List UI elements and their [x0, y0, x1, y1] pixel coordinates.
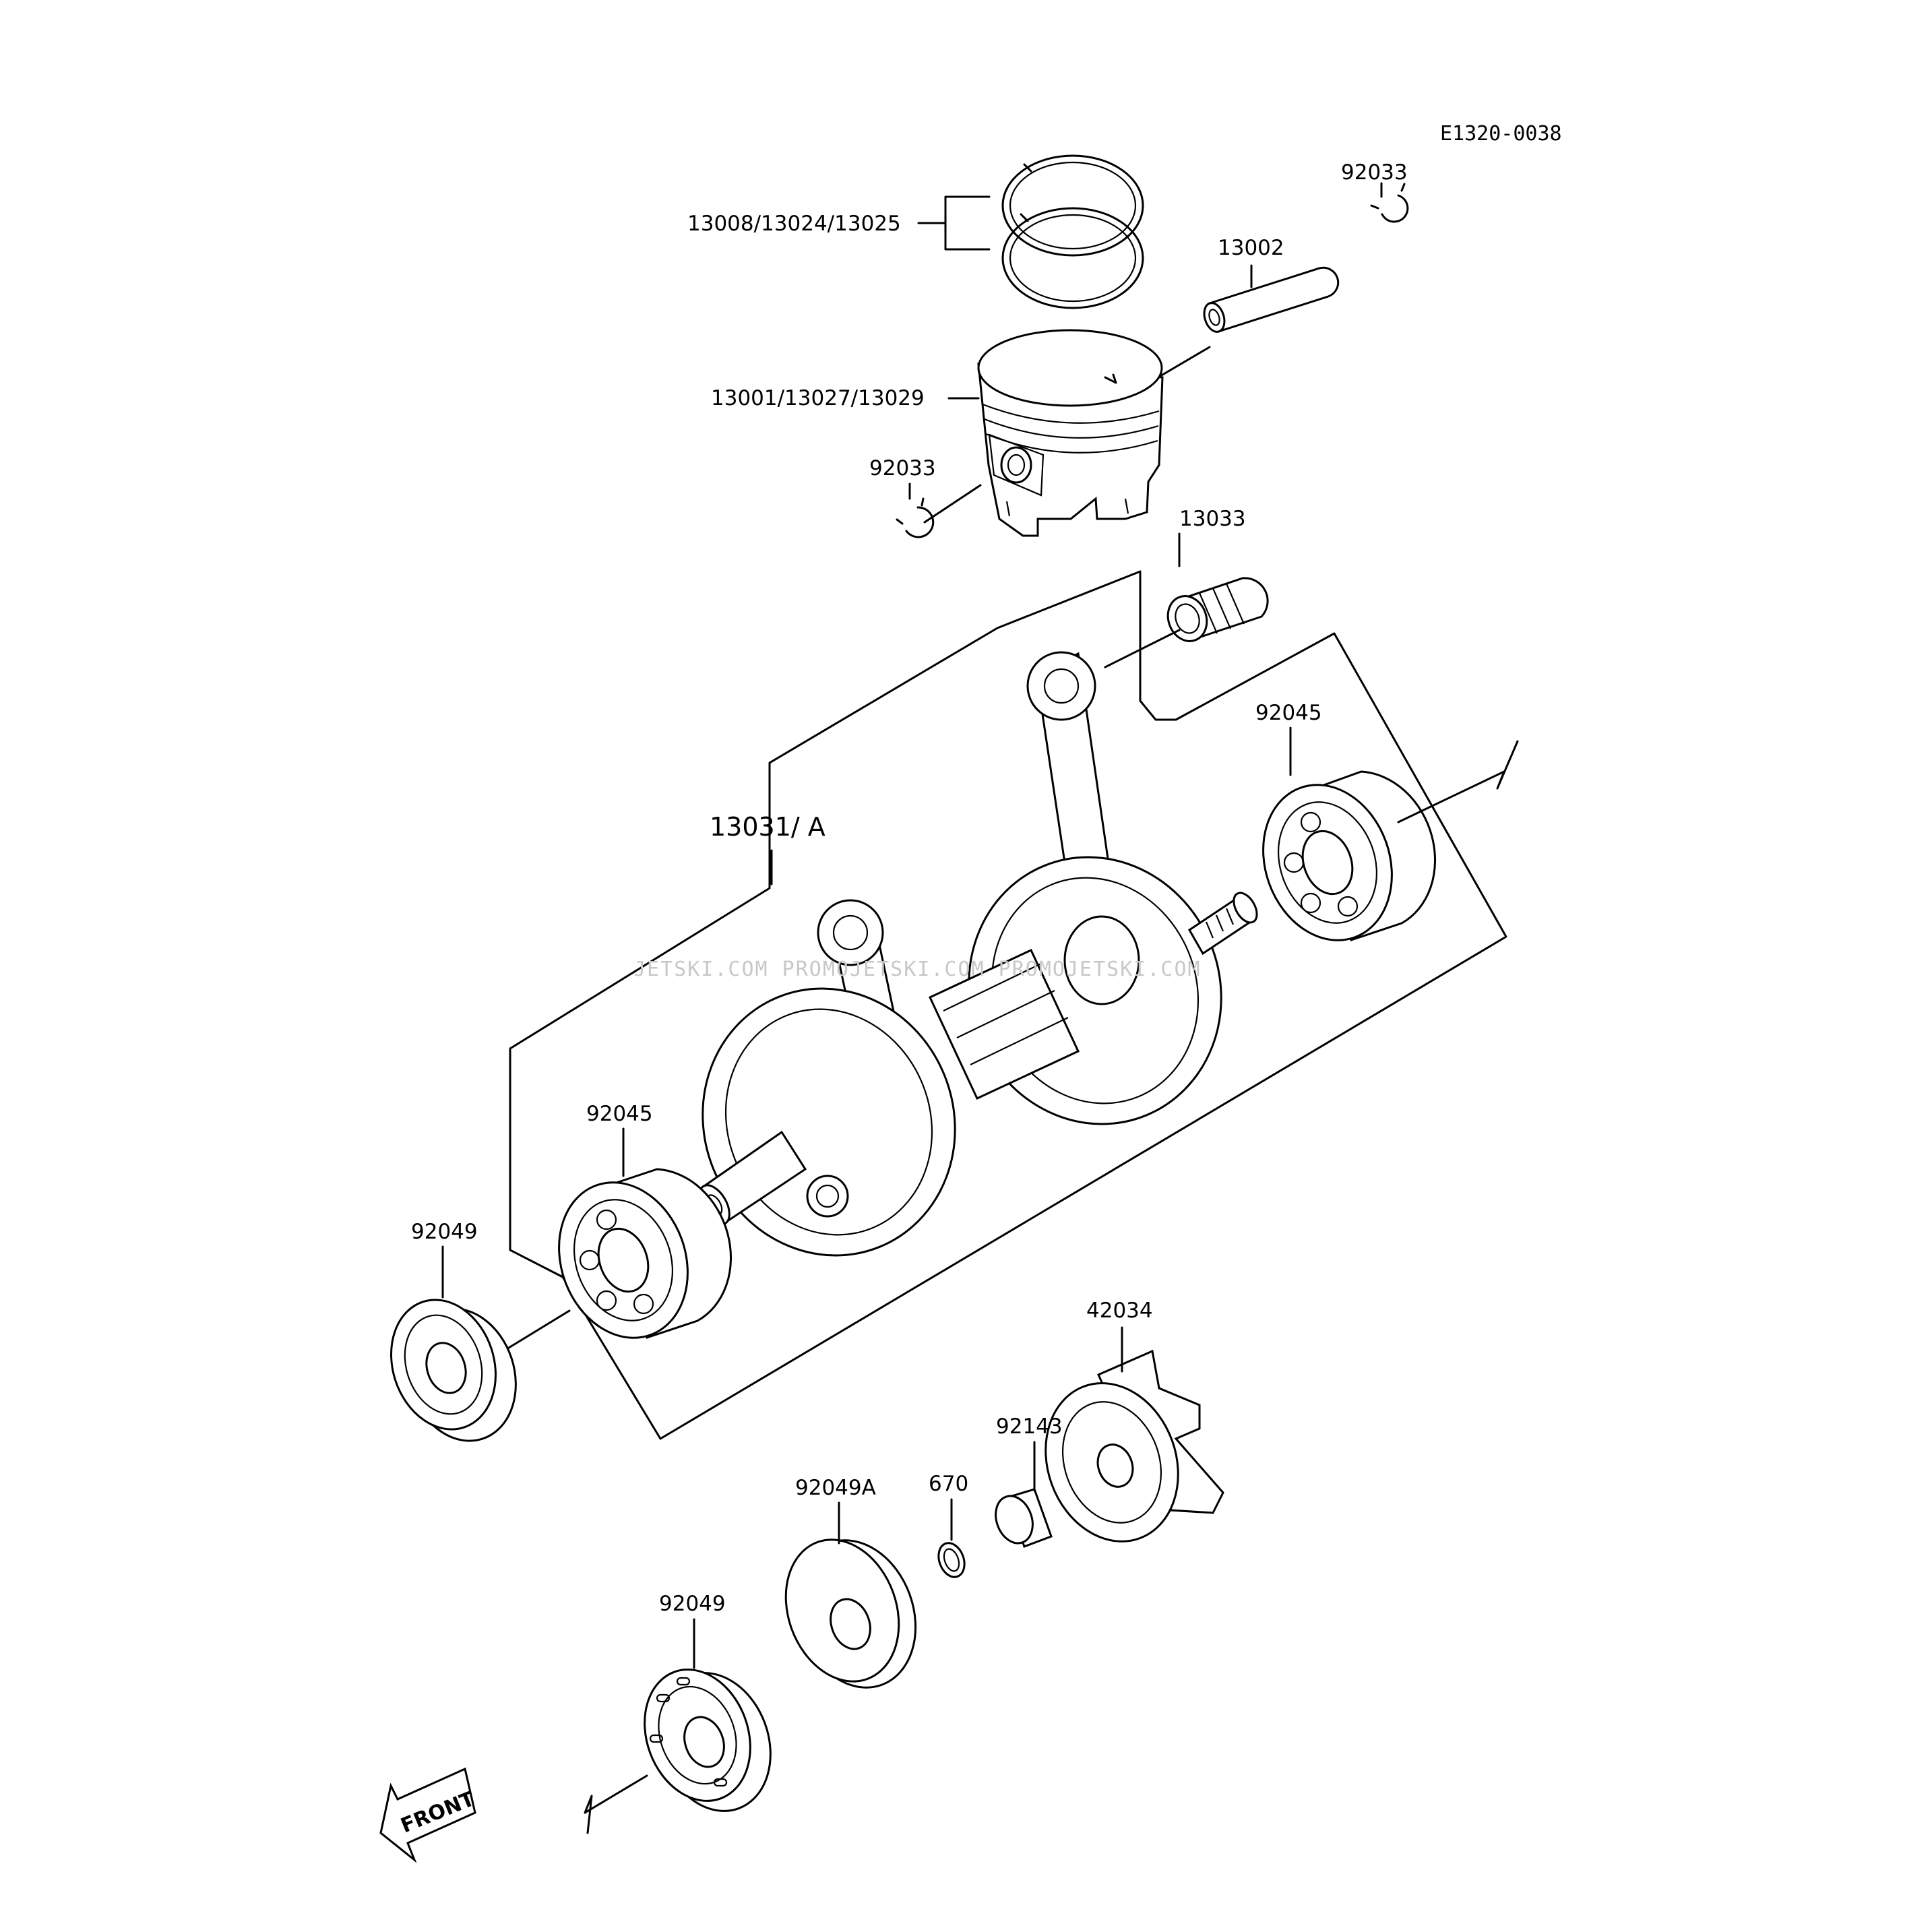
oil-seal-bottom [644, 1669, 772, 1812]
piston-pin [1203, 266, 1340, 333]
label-bearing-left: 92045 [586, 1102, 653, 1126]
piston-rings-leader [917, 195, 991, 251]
clip-left [905, 506, 935, 538]
ball-bearing-left [558, 1168, 733, 1339]
crank-shaft-center [929, 949, 1080, 1100]
label-crankshaft: 13031/ A [710, 812, 825, 842]
diagram-code: E1320-0038 [1440, 122, 1562, 146]
o-ring-inner [943, 1548, 960, 1572]
ball-bearing-right [1262, 770, 1437, 941]
label-piston-rings: 13008/13024/13025 [687, 212, 901, 236]
oil-seal-a [784, 1538, 917, 1689]
label-o-ring: 670 [929, 1472, 968, 1496]
label-needle-bearing: 13033 [1179, 507, 1246, 531]
label-oil-seal-left: 92049 [411, 1220, 478, 1244]
label-clip-top: 92033 [1341, 160, 1408, 185]
clip-top-ends [1370, 183, 1406, 210]
oil-seal-left [390, 1299, 517, 1442]
pin-axis-line [1151, 346, 1211, 382]
clip-left-axis [923, 484, 982, 524]
o-ring [937, 1542, 966, 1578]
oil-seal-bottom-axis [584, 1774, 648, 1834]
collar [995, 1488, 1053, 1548]
front-arrow-icon: FRONT [379, 1767, 478, 1863]
piston-rings [1001, 154, 1144, 309]
label-piston: 13001/13027/13029 [711, 386, 925, 410]
label-piston-pin: 13002 [1218, 236, 1284, 260]
clip-top [1381, 194, 1409, 223]
label-collar: 92143 [996, 1414, 1063, 1439]
clip-left-ends [896, 497, 925, 525]
oil-seal-left-axis [507, 1309, 571, 1349]
crank-main-shaft-right [1188, 892, 1258, 956]
coupling [1045, 1349, 1224, 1543]
needle-bearing [1166, 577, 1269, 642]
label-bearing-right: 92045 [1255, 701, 1322, 725]
label-coupling: 42034 [1086, 1299, 1153, 1323]
label-clip-left: 92033 [869, 456, 936, 480]
needle-axis-line [1104, 629, 1181, 668]
piston [977, 329, 1164, 537]
bearing-right-axis [1397, 740, 1519, 823]
label-oil-seal-a: 92049A [795, 1476, 876, 1500]
watermark: JETSKI.COM PROMOJETSKI.COM PROMOJETSKI.C… [633, 958, 1202, 981]
crankshaft-bracket [509, 570, 1507, 1440]
label-oil-seal-bottom: 92049 [659, 1592, 726, 1616]
